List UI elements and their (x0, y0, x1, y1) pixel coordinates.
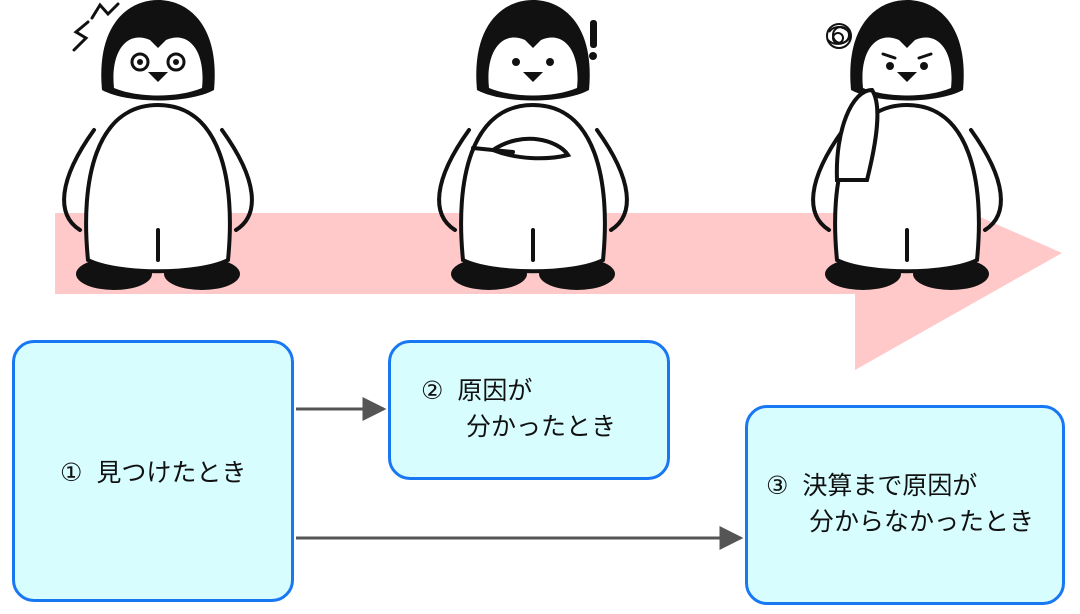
exclamation-icon (589, 20, 597, 60)
step-text-3-line1: 決算まで原因が (802, 471, 978, 500)
step-number-1: ① (60, 458, 83, 487)
step-text-1: 見つけたとき (96, 458, 247, 487)
penguin-realizing (437, 0, 629, 292)
step-box-1: ① 見つけたとき (12, 340, 294, 602)
scribble-icon (826, 23, 853, 49)
step-box-2: ② 原因が 分かったとき (388, 340, 670, 480)
step-number-2: ② (421, 376, 444, 405)
penguin-surprised (62, 0, 254, 292)
surprise-lines-icon (72, 2, 120, 52)
step-text-3-line2: 分からなかったとき (809, 507, 1035, 537)
penguin-worried (811, 0, 1003, 292)
step-text-2-line2: 分かったとき (466, 412, 617, 442)
step-box-3: ③ 決算まで原因が 分からなかったとき (745, 405, 1065, 605)
step-text-2-line1: 原因が (457, 376, 533, 405)
step-number-3: ③ (766, 471, 789, 500)
